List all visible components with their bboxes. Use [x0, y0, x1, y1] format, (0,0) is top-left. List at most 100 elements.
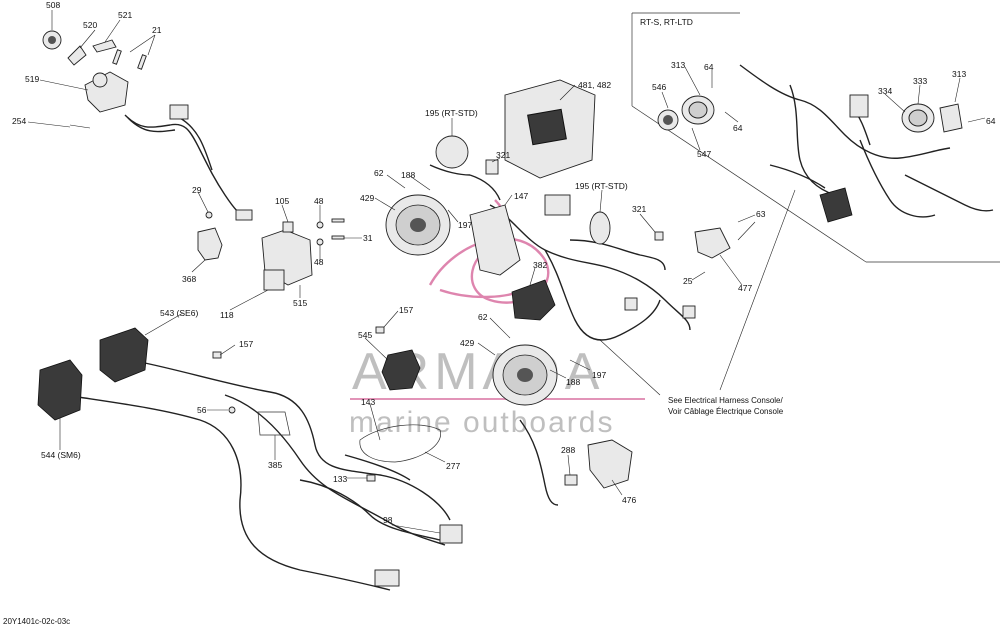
fuse-icon — [282, 221, 294, 233]
connector-icon — [169, 104, 189, 120]
washer-icon — [316, 221, 324, 229]
callout-520: 520 — [83, 20, 97, 30]
callout-481-482: 481, 482 — [578, 80, 611, 90]
speaker-upper — [385, 194, 451, 256]
callout-515: 515 — [293, 298, 307, 308]
control-switch-se6-part — [99, 327, 149, 383]
gauge-333-part — [901, 103, 935, 133]
callout-64-mid: 64 — [733, 123, 743, 133]
cap-center-icon — [48, 36, 56, 44]
callout-277: 277 — [446, 461, 460, 471]
callout-147: 147 — [514, 191, 528, 201]
connector-icon — [849, 94, 869, 118]
callout-254: 254 — [12, 116, 26, 126]
callout-519: 519 — [25, 74, 39, 84]
control-switch-sm6-part — [37, 359, 83, 421]
callout-521: 521 — [118, 10, 132, 20]
connector-icon — [439, 524, 463, 544]
callout-197-upper: 197 — [458, 220, 472, 230]
gauge-546-part — [657, 109, 679, 131]
connector-icon — [485, 159, 499, 175]
callout-157-left: 157 — [239, 339, 253, 349]
socket-476-part — [587, 439, 633, 489]
callout-544: 544 (SM6) — [41, 450, 81, 460]
callout-157-center: 157 — [399, 305, 413, 315]
bracket-313b-part — [939, 103, 963, 133]
washer-icon — [316, 238, 324, 246]
callout-31: 31 — [363, 233, 373, 243]
bolt-icon — [331, 235, 345, 240]
clip-icon — [212, 351, 222, 359]
callout-429-lower: 429 — [460, 338, 474, 348]
connector-icon — [374, 569, 400, 587]
callout-64-right: 64 — [986, 116, 996, 126]
callout-543: 543 (SE6) — [160, 308, 198, 318]
callout-105: 105 — [275, 196, 289, 206]
module-inset-part — [819, 187, 853, 223]
screw-icon — [112, 49, 122, 65]
connector-icon — [235, 209, 253, 221]
callout-188-lower: 188 — [566, 377, 580, 387]
clip-part — [92, 39, 117, 53]
diagram-id: 20Y1401c-02c-03c — [3, 617, 70, 626]
callout-334: 334 — [878, 86, 892, 96]
callout-321-left: 321 — [496, 150, 510, 160]
watermark-tagline: marine outboards — [349, 406, 614, 439]
connector-icon — [654, 231, 664, 241]
callout-382: 382 — [533, 260, 547, 270]
connector-icon — [544, 194, 571, 216]
inset-title: RT-S, RT-LTD — [640, 17, 693, 27]
socket-477-part — [694, 227, 731, 259]
callout-545: 545 — [358, 330, 372, 340]
callout-429-upper: 429 — [360, 193, 374, 203]
callout-197-lower: 197 — [592, 370, 606, 380]
bolt-icon — [331, 218, 345, 223]
callout-195-right: 195 (RT-STD) — [575, 181, 628, 191]
callout-133: 133 — [333, 474, 347, 484]
wiring — [64, 64, 994, 591]
callout-62-lower: 62 — [478, 312, 488, 322]
connector-icon — [624, 297, 638, 311]
callout-313-left: 313 — [671, 60, 685, 70]
console-bracket-part — [469, 204, 521, 276]
connector-icon — [682, 305, 696, 319]
bracket-part — [197, 227, 223, 261]
callout-188-upper: 188 — [401, 170, 415, 180]
callout-64-upper: 64 — [704, 62, 714, 72]
speaker-lower — [492, 344, 558, 406]
callout-118: 118 — [220, 310, 234, 320]
callout-48-upper: 48 — [314, 196, 324, 206]
callout-321-right: 321 — [632, 204, 646, 214]
module-382-part — [511, 279, 556, 321]
harness-note-line2: Voir Câblage Électrique Console — [668, 407, 784, 416]
callout-21: 21 — [152, 25, 162, 35]
clip-icon — [366, 474, 376, 482]
callout-546: 546 — [652, 82, 666, 92]
bolt-icon — [205, 211, 213, 219]
gauge-313a-part — [681, 95, 715, 125]
bracket-part — [257, 411, 291, 436]
tie-icon — [228, 406, 236, 414]
callout-labels: 508 520 521 21 519 254 29 368 105 48 31 … — [12, 0, 996, 525]
callout-368: 368 — [182, 274, 196, 284]
clip-icon — [375, 326, 385, 334]
switch-bezel-icon — [92, 72, 108, 88]
clip-icon — [564, 474, 578, 486]
callout-508: 508 — [46, 0, 60, 10]
callout-288: 288 — [561, 445, 575, 455]
callout-476: 476 — [622, 495, 636, 505]
callout-62-upper: 62 — [374, 168, 384, 178]
bracket-277-part — [359, 424, 441, 463]
knob-part — [67, 45, 87, 66]
switch-545-part — [381, 349, 421, 391]
callout-385: 385 — [268, 460, 282, 470]
callout-333: 333 — [913, 76, 927, 86]
harness-note-line1: See Electrical Harness Console/ — [668, 396, 783, 405]
callout-477: 477 — [738, 283, 752, 293]
grille-part — [435, 135, 469, 169]
inset-frame — [631, 12, 1000, 263]
screw-icon — [137, 54, 147, 70]
callout-29: 29 — [192, 185, 202, 195]
callout-143: 143 — [361, 397, 375, 407]
